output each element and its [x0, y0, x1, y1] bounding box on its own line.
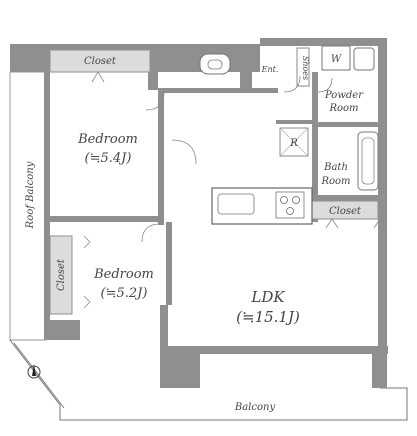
- ldk-size: (≒15.1J): [236, 308, 300, 326]
- toilet-icon: [199, 53, 231, 75]
- toilet-left-wall: [148, 72, 158, 90]
- closet-left-door-arc-top: [83, 235, 91, 249]
- left-wall: [44, 72, 50, 340]
- closet-right-door-arc-left: [325, 218, 339, 229]
- bath-bottom-wall: [312, 195, 378, 201]
- column-bottom-right: [372, 353, 387, 388]
- powder-room-door-arc: [317, 77, 333, 93]
- bath-room-label-1: Bath: [323, 162, 348, 173]
- stove-icon: [275, 191, 305, 219]
- closet-right-door-arc-right: [373, 218, 387, 229]
- top-wall-right: [260, 38, 378, 46]
- ldk-left-wall: [166, 222, 172, 305]
- washer-label: W: [331, 54, 342, 65]
- ldk-left-wall-lower: [160, 305, 168, 353]
- bedroom2-label: Bedroom: [93, 267, 154, 282]
- closet-top-box: [49, 49, 151, 73]
- bath-room-label-2: Room: [320, 176, 350, 187]
- bath-top-wall: [318, 122, 378, 127]
- entrance-door-arc: [283, 75, 301, 93]
- refrigerator-label: R: [289, 138, 298, 149]
- column-bottom-left: [160, 353, 200, 388]
- ldk-door-arc: [171, 139, 197, 165]
- bathtub-icon: [357, 131, 379, 191]
- roof-balcony-label: Roof Balcony: [25, 161, 36, 229]
- bedroom1-label: Bedroom: [77, 132, 138, 147]
- entrance-label: Ent.: [261, 65, 279, 74]
- right-wall: [378, 38, 387, 388]
- bedroom1-door-arc: [145, 91, 165, 111]
- north-arrow-icon: [27, 364, 41, 379]
- sink-icon: [217, 193, 255, 215]
- closet-left-label: Closet: [56, 258, 67, 291]
- bedroom2-door-arc: [141, 223, 161, 243]
- bedroom1-size: (≒5.4J): [85, 151, 132, 166]
- wall-between-bedrooms: [50, 216, 160, 222]
- bottom-wall: [160, 346, 388, 354]
- closet-left-box: [49, 235, 73, 315]
- shoes-label: Shoes: [301, 56, 310, 80]
- bedroom2-size: (≒5.2J): [101, 286, 148, 301]
- powder-room-left-wall: [312, 72, 318, 222]
- closet-top-label: Closet: [84, 56, 117, 67]
- balcony-label: Balcony: [234, 402, 276, 413]
- balcony-outline: [9, 339, 408, 421]
- closet-top-door-arc: [91, 71, 105, 83]
- sink-icon: [353, 47, 375, 71]
- closet-left-door-arc-bottom: [83, 295, 91, 309]
- kitchen-counter: [211, 187, 313, 225]
- bedroom1-right-wall: [158, 90, 164, 225]
- refrigerator-cross-2: [279, 127, 309, 157]
- washer-icon: [321, 45, 351, 71]
- closet-right-label: Closet: [329, 206, 362, 217]
- ldk-label: LDK: [250, 288, 285, 306]
- roof-balcony-area: [9, 71, 47, 341]
- r-top-wall: [276, 120, 312, 124]
- hallway-top-wall: [158, 88, 278, 93]
- powder-room-label-2: Room: [328, 103, 358, 114]
- bottom-left-wall: [44, 320, 80, 340]
- top-left-corner: [10, 44, 20, 72]
- powder-room-label-1: Powder: [324, 90, 364, 101]
- toilet-right-wall: [240, 72, 252, 88]
